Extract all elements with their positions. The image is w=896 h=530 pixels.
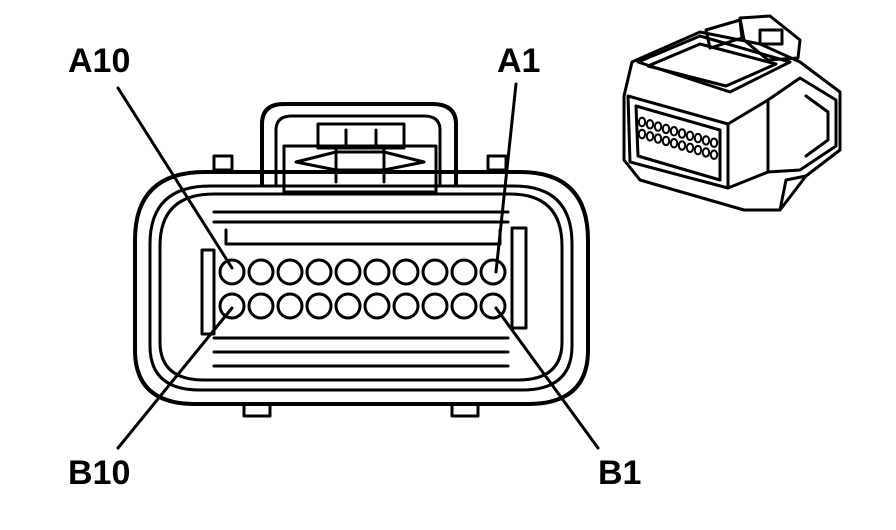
cavity-b10: [218, 292, 246, 320]
cavity-b4: [392, 292, 420, 320]
iso-top-deck: [636, 34, 792, 94]
cavity-b6: [334, 292, 362, 320]
cavity-b9: [247, 292, 275, 320]
cavity-a8: [276, 258, 304, 286]
iso-pin: [677, 140, 687, 151]
iso-pin: [645, 119, 655, 130]
iso-pin: [637, 116, 647, 128]
iso-pin: [669, 138, 679, 149]
iso-latch-arrow: [704, 18, 744, 50]
cavity-b5: [363, 292, 391, 320]
bottom-foot-right: [450, 402, 480, 418]
side-guide-right: [510, 226, 528, 330]
iso-pin: [677, 128, 687, 139]
cavity-a6: [334, 258, 362, 286]
cavity-a2: [450, 258, 478, 286]
cavity-b1: [479, 292, 507, 320]
connector-face: [133, 102, 590, 418]
label-a1: A1: [497, 42, 540, 80]
housing-rim: [158, 192, 564, 382]
cavity-a3: [421, 258, 449, 286]
side-guide-left: [200, 248, 216, 336]
top-nub-left: [212, 154, 234, 172]
cavity-group: [218, 258, 507, 320]
iso-side-rib: [804, 94, 830, 158]
iso-pin: [701, 147, 711, 158]
iso-top-inner: [646, 42, 778, 88]
cavity-b2: [450, 292, 478, 320]
leader-line-b1: [494, 306, 600, 450]
iso-pin: [693, 144, 703, 156]
iso-latch-slot: [758, 28, 784, 46]
iso-pin: [693, 132, 703, 144]
leader-line-b10: [116, 306, 234, 450]
iso-pin: [701, 135, 711, 146]
rail-top-3: [224, 228, 502, 246]
cavity-b7: [305, 292, 333, 320]
cavity-a10: [218, 258, 246, 286]
label-a10: A10: [68, 42, 130, 80]
iso-pin: [661, 135, 671, 147]
housing-outer: [133, 170, 590, 406]
iso-pin: [709, 137, 719, 148]
iso-pin: [661, 123, 671, 135]
bottom-foot-left: [242, 402, 272, 418]
iso-pin: [685, 142, 695, 154]
iso-pin: [709, 149, 719, 160]
label-b10: B10: [68, 454, 130, 492]
cavity-a4: [392, 258, 420, 286]
iso-side-cap: [766, 76, 838, 174]
cavity-a5: [363, 258, 391, 286]
iso-pin: [653, 121, 663, 132]
iso-side-panel: [726, 98, 770, 190]
locking-tab: [260, 102, 458, 194]
iso-pin: [685, 130, 695, 142]
iso-pin: [669, 126, 679, 137]
housing-inner: [148, 184, 574, 392]
leader-line-a10: [116, 86, 234, 270]
iso-bottom-edge: [778, 174, 808, 212]
connector-isometric-view: [622, 14, 842, 212]
iso-pin: [653, 133, 663, 144]
iso-latch-block: [738, 14, 802, 62]
leader-line-a1: [494, 82, 518, 274]
label-b1: B1: [598, 454, 641, 492]
iso-pin: [637, 128, 647, 140]
iso-pin-grid: [637, 116, 719, 160]
cavity-a1: [479, 258, 507, 286]
cavity-a7: [305, 258, 333, 286]
iso-pin: [645, 131, 655, 142]
iso-front-inner: [634, 104, 722, 182]
cavity-b3: [421, 292, 449, 320]
cavity-a9: [247, 258, 275, 286]
top-nub-right: [486, 154, 508, 172]
cavity-b8: [276, 292, 304, 320]
